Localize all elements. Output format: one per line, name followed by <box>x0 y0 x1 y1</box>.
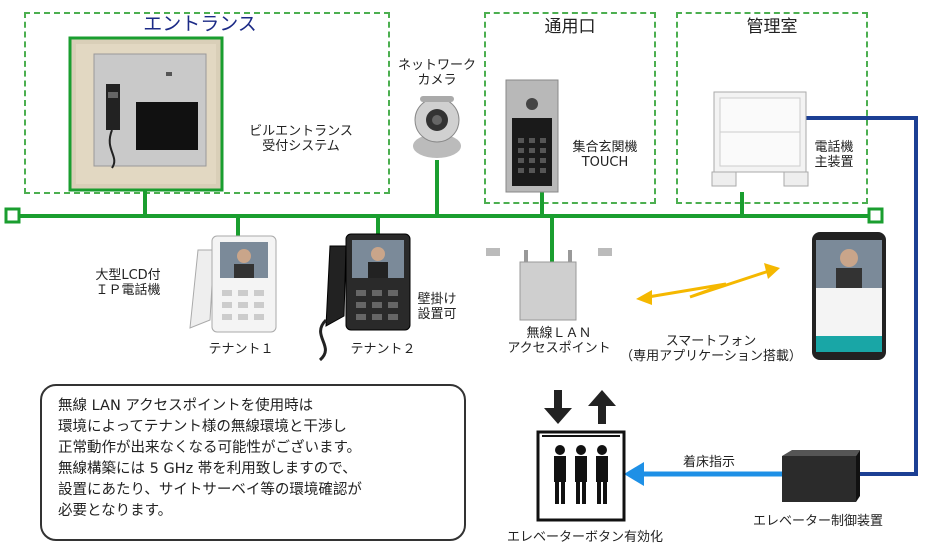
building-reception-panel <box>68 36 224 192</box>
bus-terminal-left <box>4 207 21 224</box>
note-line: 正常動作が出来なくなる可能性がございます。 <box>58 440 362 456</box>
management-office-zone <box>676 12 868 204</box>
note-line: 環境によってテナント様の無線環境と干渉し <box>58 419 347 435</box>
smartphone-label: スマートフォン（専用アプリケーション搭載） <box>620 334 802 364</box>
network-camera-label: ネットワークカメラ <box>397 58 476 88</box>
lcd-ip-phone-white <box>189 235 277 333</box>
floor-instruction-arrowhead <box>624 462 644 486</box>
service-entrance-zone-title: 通用口 <box>544 17 596 37</box>
note-line: 設置にあたり、サイトサーベイ等の環境確認が <box>58 482 362 498</box>
network-camera <box>413 96 461 158</box>
service-entrance-zone <box>484 12 656 204</box>
wireless-caution-note: 無線 LAN アクセスポイントを使用時は 環境によってテナント様の無線環境と干渉… <box>40 384 466 541</box>
entrance-zone-title: エントランス <box>143 13 257 35</box>
note-line: 必要となります。 <box>58 503 173 519</box>
building-reception-label: ビルエントランス受付システム <box>249 124 353 154</box>
pbx-label: 電話機主装置 <box>814 140 854 170</box>
tenant2-label: テナント２ <box>350 342 416 357</box>
note-line: 無線構築には 5 GHz 帯を利用致しますので、 <box>58 461 357 477</box>
smartphone <box>812 232 886 360</box>
pbx-main-unit <box>711 91 809 187</box>
bus-terminal-right <box>867 207 884 224</box>
note-line: 無線 LAN アクセスポイントを使用時は <box>58 398 314 414</box>
elevator-controller <box>782 450 860 502</box>
wireless-access-point <box>486 248 612 321</box>
entrance-touch-unit <box>505 79 559 193</box>
management-office-zone-title: 管理室 <box>746 17 798 37</box>
wall-mount-label: 壁掛け設置可 <box>417 292 457 322</box>
pbx-elevator-line <box>806 116 918 476</box>
elevator-controller-label: エレベーター制御装置 <box>752 514 883 529</box>
elevator-icon <box>536 390 626 522</box>
tenant1-label: テナント１ <box>208 342 274 357</box>
entrance-zone <box>24 12 390 194</box>
lcd-ip-phone-black <box>318 233 411 362</box>
elevator-button-label: エレベーターボタン有効化 <box>506 530 663 545</box>
wireless-signal-zigzag <box>647 268 773 299</box>
floor-instruction-label: 着床指示 <box>682 455 735 470</box>
